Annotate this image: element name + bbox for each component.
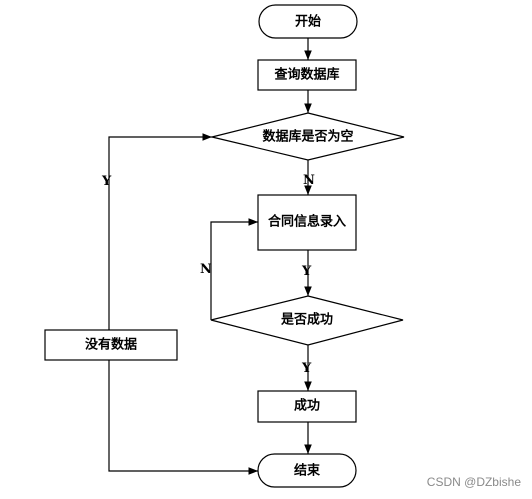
contract-entry-node: 合同信息录入 (257, 194, 357, 251)
db-empty-no-label: N (303, 173, 315, 188)
db-empty-yes-label: Y (101, 174, 112, 189)
db-empty-decision: 数据库是否为空 (211, 112, 405, 161)
edge-nodata-up-to-decision (108, 133, 212, 330)
start-node: 开始 (258, 4, 358, 39)
edge-check-no-loop (210, 218, 258, 320)
success-check-label: 是否成功 (280, 312, 333, 328)
contract-entry-label: 合同信息录入 (268, 214, 346, 230)
entry-yes-label: Y (301, 264, 312, 279)
check-yes-label: Y (301, 361, 312, 376)
end-node: 结束 (257, 453, 357, 488)
end-label: 结束 (294, 463, 321, 479)
query-db-label: 查询数据库 (273, 67, 339, 83)
no-data-label: 没有数据 (85, 337, 137, 353)
success-check-decision: 是否成功 (210, 295, 404, 346)
query-db-node: 查询数据库 (257, 59, 357, 91)
check-no-label: N (200, 262, 212, 277)
success-node: 成功 (257, 390, 357, 423)
edge-nodata-down-to-end (108, 360, 258, 475)
success-label: 成功 (294, 398, 320, 414)
start-label: 开始 (295, 14, 321, 30)
no-data-node: 没有数据 (44, 329, 178, 361)
watermark: CSDN @DZbishe (427, 475, 522, 489)
db-empty-label: 数据库是否为空 (262, 129, 353, 145)
